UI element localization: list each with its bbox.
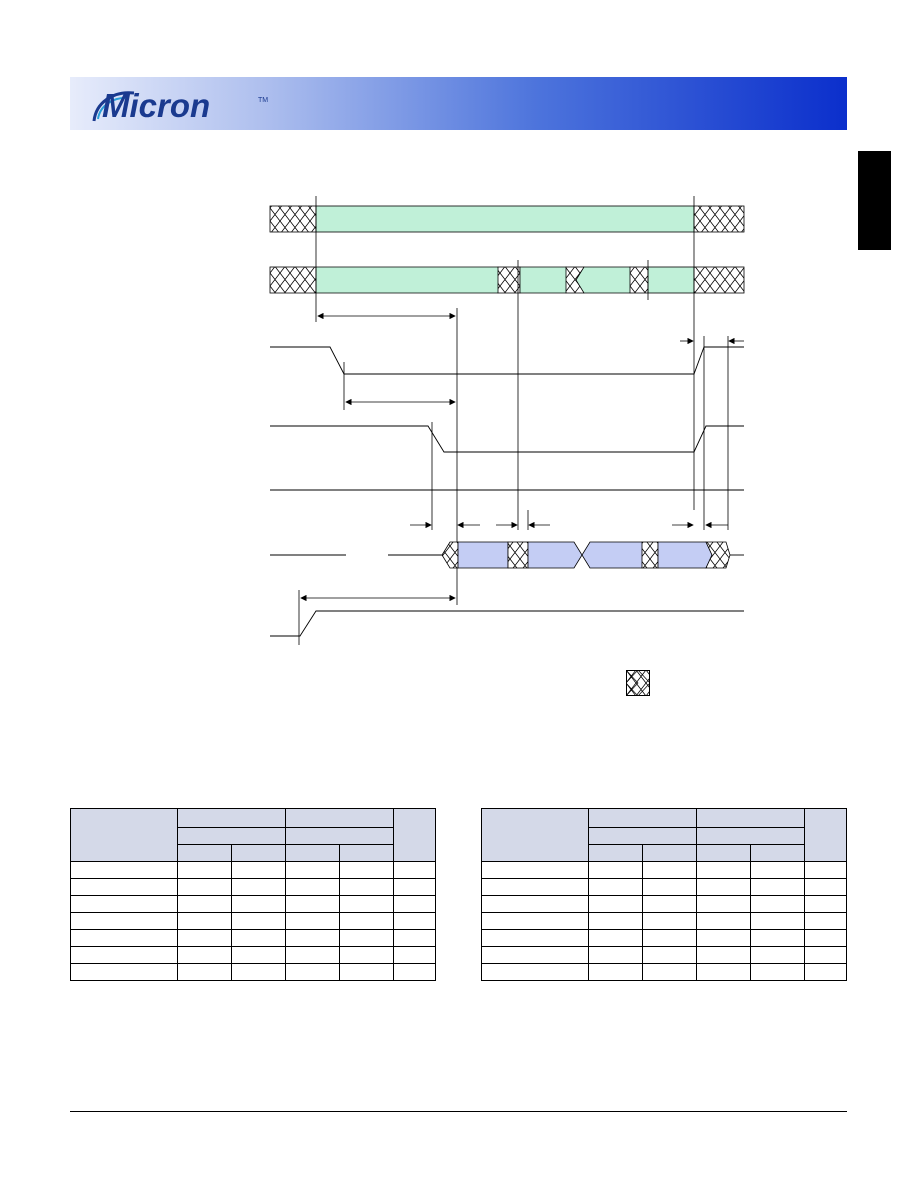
- footer-rule: [70, 1111, 847, 1112]
- section-tab: [858, 151, 891, 250]
- table-row: [481, 929, 847, 947]
- address-transition-row: [269, 266, 745, 294]
- table-row: [481, 878, 847, 896]
- timing-guides: [298, 196, 729, 645]
- table-row: [70, 895, 436, 913]
- table-row: [481, 861, 847, 879]
- table-row: [70, 946, 436, 964]
- address-bus-row: [269, 205, 745, 233]
- micron-logo: Micron TM: [88, 83, 268, 127]
- table-row: [481, 912, 847, 930]
- table-row: [70, 929, 436, 947]
- logo-trademark: TM: [258, 97, 269, 104]
- table-row: [481, 963, 847, 981]
- logo-swoosh-icon: [92, 91, 135, 122]
- control-signal-1: [270, 346, 744, 375]
- table-row: [481, 946, 847, 964]
- timing-parameter-table-left: [70, 808, 436, 981]
- data-bus-row: [270, 541, 744, 569]
- control-signal-2: [270, 425, 744, 453]
- table-row: [481, 895, 847, 913]
- table-row: [70, 963, 436, 981]
- bottom-signal: [270, 610, 744, 637]
- logo-text: Micron: [102, 87, 211, 124]
- header-band: Micron TM: [70, 77, 847, 130]
- timing-parameter-table-right: [481, 808, 847, 981]
- table-row: [70, 878, 436, 896]
- timing-arrows: [300, 312, 744, 602]
- table-row: [70, 861, 436, 879]
- dont-care-hatch-icon: [626, 670, 650, 696]
- timing-diagram: [269, 196, 745, 645]
- table-row: [70, 912, 436, 930]
